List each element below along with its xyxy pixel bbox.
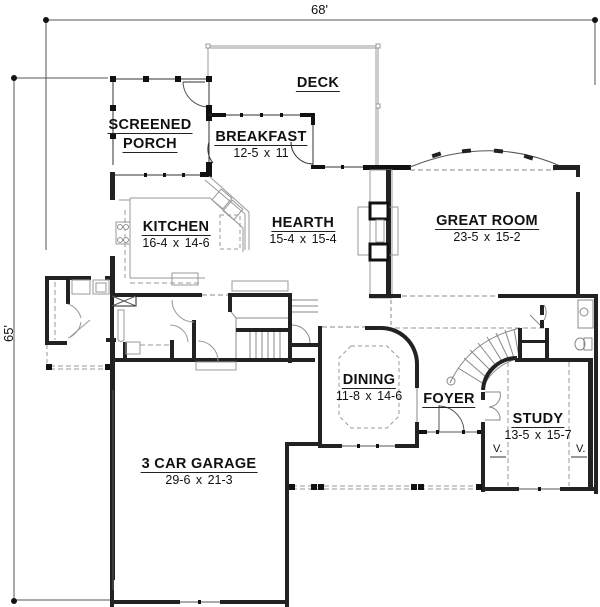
room-name: HEARTH xyxy=(270,215,336,232)
overall-depth-label: 65' xyxy=(0,325,16,342)
room-name: BREAKFAST xyxy=(214,129,308,146)
room-name: SCREENED xyxy=(107,117,193,134)
room-name: STUDY xyxy=(511,411,565,428)
room-dimensions: 11-8 x 14-6 xyxy=(335,389,403,403)
room-dining: DINING 11-8 x 14-6 xyxy=(335,371,403,404)
room-name: GREAT ROOM xyxy=(435,213,539,230)
vault-marker-right: V. xyxy=(576,443,586,455)
room-dimensions: 16-4 x 14-6 xyxy=(142,236,210,250)
room-study: STUDY 13-5 x 15-7 xyxy=(504,410,572,443)
kitchen-cabinets xyxy=(115,175,289,292)
room-great-room: GREAT ROOM 23-5 x 15-2 xyxy=(435,212,539,244)
room-kitchen: KITCHEN 16-4 x 14-6 xyxy=(141,218,211,250)
room-dimensions: 13-5 x 15-7 xyxy=(504,428,572,442)
room-name: KITCHEN xyxy=(141,219,211,236)
dimension-lines xyxy=(13,19,596,601)
room-name: 3 CAR GARAGE xyxy=(140,456,258,473)
room-dimensions: 15-4 x 15-4 xyxy=(269,232,337,246)
vault-marker-left: V. xyxy=(493,443,503,455)
room-foyer: FOYER xyxy=(422,390,476,408)
room-hearth: HEARTH 15-4 x 15-4 xyxy=(269,214,337,247)
screened-porch-walls xyxy=(112,78,210,176)
room-name: DECK xyxy=(295,75,341,92)
room-deck: DECK xyxy=(295,74,341,92)
deck-outline xyxy=(205,43,381,165)
room-name: DINING xyxy=(341,372,397,389)
room-dimensions: 12-5 x 11 xyxy=(233,146,289,160)
room-dimensions: 23-5 x 15-2 xyxy=(453,230,521,244)
room-breakfast: BREAKFAST 12-5 x 11 xyxy=(214,128,308,160)
room-screened-porch: SCREENED PORCH xyxy=(107,116,193,153)
overall-width-label: 68' xyxy=(311,2,328,17)
room-name-line2: PORCH xyxy=(122,136,178,153)
room-garage: 3 CAR GARAGE 29-6 x 21-3 xyxy=(140,455,258,487)
room-name: FOYER xyxy=(422,391,476,408)
room-dimensions: 29-6 x 21-3 xyxy=(165,473,233,487)
